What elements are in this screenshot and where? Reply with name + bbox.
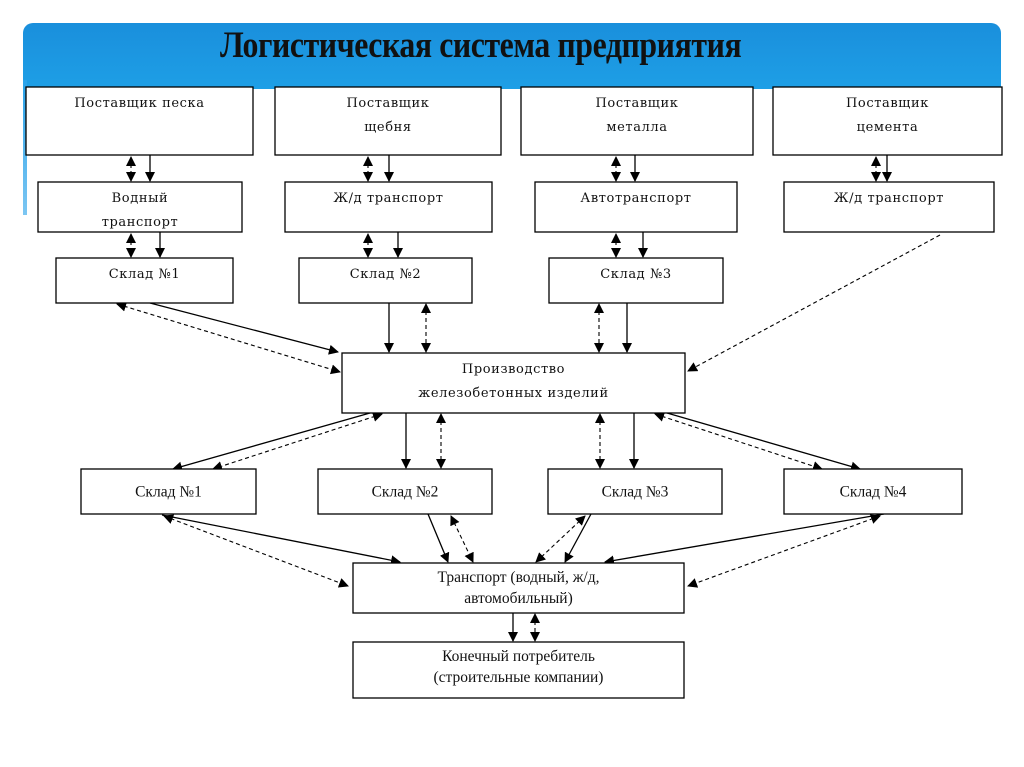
information-flow-arrow: [163, 514, 349, 588]
node-box: [548, 257, 724, 304]
material-flow-arrow: [161, 514, 401, 566]
node-label: Поставщик: [596, 96, 679, 111]
node-box: [352, 562, 685, 614]
node-box: [298, 257, 473, 304]
node-label: Склад №1: [109, 267, 181, 282]
material-flow-arrow: [149, 302, 339, 355]
node-box: [55, 257, 234, 304]
information-flow-arrow: [687, 234, 941, 372]
node-label: Поставщик: [846, 96, 929, 111]
node-label: Поставщик песка: [74, 96, 204, 111]
node-production: Производство железобетонных изделий: [341, 352, 686, 414]
node-sup-sand: Поставщик песка: [25, 86, 254, 156]
node-box: [284, 181, 493, 233]
node-box: [783, 468, 963, 515]
node-distribution: Транспорт (водный, ж/д, автомобильный): [352, 562, 685, 614]
node-tr-rail-1: Ж/д транспорт: [284, 181, 493, 233]
node-box: [783, 181, 995, 233]
node-label: щебня: [364, 120, 411, 135]
node-box: [317, 468, 493, 515]
slide-header-bar: [23, 23, 1001, 89]
node-label: Склад №3: [600, 267, 672, 282]
node-label: Склад №3: [602, 484, 669, 501]
node-label: Склад №1: [135, 484, 202, 501]
node-label: Склад №2: [350, 267, 422, 282]
material-flow-arrow: [172, 412, 371, 472]
node-sup-gravel: Поставщик щебня: [274, 86, 502, 156]
node-label: Ж/д транспорт: [333, 191, 443, 206]
node-box: [37, 181, 243, 233]
node-box: [352, 641, 685, 699]
slide-left-accent: [23, 80, 27, 215]
node-box: [520, 86, 754, 156]
node-label: цемента: [857, 120, 919, 135]
node-box: [25, 86, 254, 156]
node-label: Водный: [112, 191, 169, 206]
node-tr-rail-2: Ж/д транспорт: [783, 181, 995, 233]
node-wh-in-2: Склад №2: [298, 257, 473, 304]
node-label: (строительные компании): [434, 669, 604, 686]
node-label: Ж/д транспорт: [834, 191, 944, 206]
node-label: Производство: [462, 362, 565, 377]
node-label: автомобильный): [464, 590, 573, 607]
node-box: [534, 181, 738, 233]
node-box: [772, 86, 1003, 156]
node-box: [274, 86, 502, 156]
material-flow-arrow: [427, 513, 450, 563]
node-consumer: Конечный потребитель (строительные компан…: [352, 641, 685, 699]
node-tr-auto: Автотранспорт: [534, 181, 738, 233]
node-tr-water: Водный транспорт: [37, 181, 243, 233]
node-label: Склад №4: [840, 484, 907, 501]
material-flow-arrow: [564, 513, 592, 563]
information-flow-arrow: [535, 515, 586, 563]
material-flow-arrow: [666, 412, 861, 472]
node-label: Поставщик: [347, 96, 430, 111]
node-sup-cement: Поставщик цемента: [772, 86, 1003, 156]
node-label: железобетонных изделий: [418, 386, 608, 401]
node-wh-out-4: Склад №4: [783, 468, 963, 515]
node-box: [341, 352, 686, 414]
node-box: [547, 468, 723, 515]
information-flow-arrow: [654, 412, 823, 471]
node-wh-out-2: Склад №2: [317, 468, 493, 515]
material-flow-arrow: [604, 513, 885, 566]
node-label: Конечный потребитель: [442, 648, 595, 665]
node-wh-in-1: Склад №1: [55, 257, 234, 304]
node-sup-metal: Поставщик металла: [520, 86, 754, 156]
node-wh-out-3: Склад №3: [547, 468, 723, 515]
node-label: Склад №2: [372, 484, 439, 501]
node-wh-in-3: Склад №3: [548, 257, 724, 304]
information-flow-arrow: [687, 514, 881, 588]
node-box: [80, 468, 257, 515]
node-label: Автотранспорт: [580, 191, 691, 206]
information-flow-arrow: [450, 515, 474, 563]
node-label: металла: [606, 120, 667, 135]
information-flow-arrow: [116, 301, 341, 375]
information-flow-arrow: [212, 412, 383, 471]
node-label: Транспорт (водный, ж/д,: [437, 569, 599, 586]
node-label: транспорт: [102, 215, 179, 230]
node-wh-out-1: Склад №1: [80, 468, 257, 515]
slide-title: Логистическая система предприятия: [220, 25, 742, 66]
